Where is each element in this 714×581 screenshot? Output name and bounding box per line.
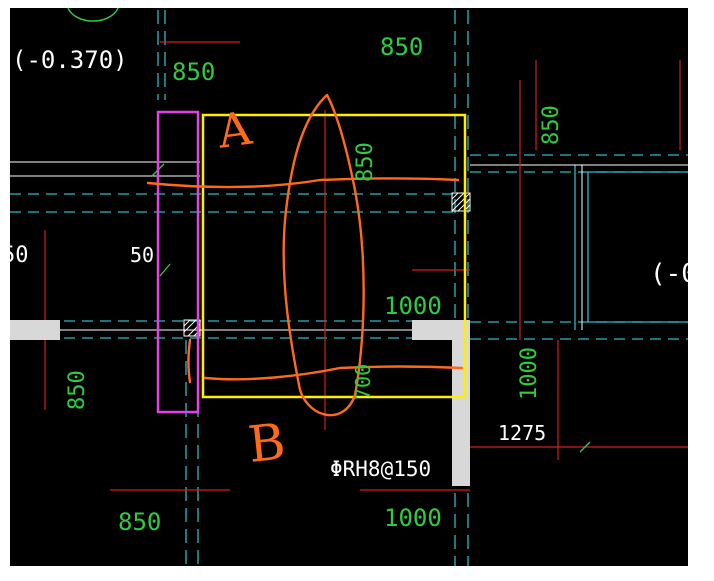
- magenta-highlight-box: [156, 110, 200, 414]
- hatch-marks: [183, 192, 471, 337]
- rebar-label: ΦRH8@150: [330, 457, 431, 481]
- dim-label-1275: 1275: [498, 421, 546, 445]
- handwritten-letter-a: A: [213, 101, 255, 159]
- hand-sketch: [146, 93, 464, 417]
- handwritten-annotations: A B: [213, 101, 288, 474]
- dim-label-left-50: 50: [130, 243, 154, 267]
- dim-label-left-edge: 50: [2, 243, 29, 268]
- horizontal-gridlines: [10, 154, 688, 340]
- sketch-ellipse: [282, 93, 365, 417]
- drawing-background: [10, 8, 688, 566]
- dim-label-vertical-lower-center: 700: [351, 364, 375, 400]
- dim-label-vertical-center: 850: [353, 142, 378, 182]
- wall-lines: [10, 161, 688, 331]
- dim-label-1000-mid: 1000: [384, 292, 442, 320]
- yellow-highlight-box: [201, 113, 467, 399]
- dim-label-top-left: 850: [172, 58, 215, 86]
- dim-label-bottom-left: 850: [118, 508, 161, 536]
- dim-label-bottom-mid: 1000: [384, 504, 442, 532]
- sketch-line-bottom: [203, 365, 464, 381]
- sketch-tick: [187, 338, 192, 384]
- dim-label-vertical-right-lower: 1000: [517, 347, 542, 400]
- level-mark: (-0.370): [12, 46, 128, 74]
- handwritten-letter-b: B: [245, 412, 288, 474]
- cad-labels: (-0.370) 850 850 850 850 50 50 (-0 1000 …: [2, 33, 697, 536]
- dimension-lines: [44, 41, 688, 491]
- dim-label-vertical-right: 850: [539, 105, 564, 145]
- dim-label-vertical-bottom-left: 850: [65, 370, 90, 410]
- dim-label-top-mid: 850: [380, 33, 423, 61]
- room-outline-right: [574, 165, 688, 330]
- sketch-line-top: [146, 177, 460, 189]
- level-mark-right: (-0: [650, 259, 697, 289]
- axis-bubble: [67, 7, 119, 22]
